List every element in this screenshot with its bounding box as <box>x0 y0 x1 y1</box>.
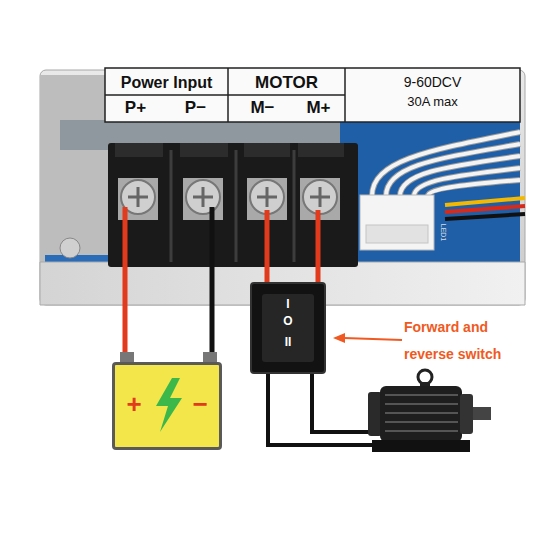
switch-mark: O <box>252 315 324 327</box>
terminal-screws <box>118 178 340 220</box>
motor-wire <box>265 210 270 285</box>
motor-lead <box>312 372 372 432</box>
battery: +− <box>112 362 222 450</box>
spec-sticker <box>105 68 520 122</box>
leader-line <box>344 338 402 340</box>
negative-wire <box>210 207 215 362</box>
terminal-name: P+ <box>113 96 158 120</box>
rocker-switch: IO II <box>250 282 326 374</box>
positive-wire <box>123 207 128 362</box>
terminal-name: P− <box>173 96 218 120</box>
voltage-rating: 9-60DCV <box>345 73 520 91</box>
column-heading: Power Input <box>105 70 228 95</box>
pcb <box>340 120 520 272</box>
switch-mark: I <box>252 298 324 310</box>
polarity-sign: − <box>185 391 215 417</box>
led-wires <box>445 198 525 219</box>
terminal-dividers <box>171 150 294 262</box>
motor-wire <box>316 210 321 285</box>
current-rating: 30A max <box>345 93 520 111</box>
motor-illustration <box>368 370 491 452</box>
signal-wires <box>372 132 520 196</box>
terminal-name: M+ <box>296 96 341 120</box>
pcb-silkscreen: LED1 <box>439 216 448 250</box>
wire-connector <box>360 195 434 250</box>
sticker-rule <box>227 68 229 122</box>
column-heading: MOTOR <box>228 70 345 95</box>
leader-arrowhead <box>333 333 345 343</box>
connector-housing <box>366 225 428 243</box>
callout-text: Forward and reverse switch <box>404 314 526 368</box>
polarity-sign: + <box>119 391 149 417</box>
motor-lead <box>268 372 372 445</box>
terminal-name: M− <box>240 96 285 120</box>
sticker-rule <box>105 94 345 96</box>
terminal-ridges <box>115 143 344 157</box>
switch-mark: II <box>252 336 324 348</box>
mount-screw <box>60 238 80 258</box>
sticker-rule <box>344 68 346 122</box>
